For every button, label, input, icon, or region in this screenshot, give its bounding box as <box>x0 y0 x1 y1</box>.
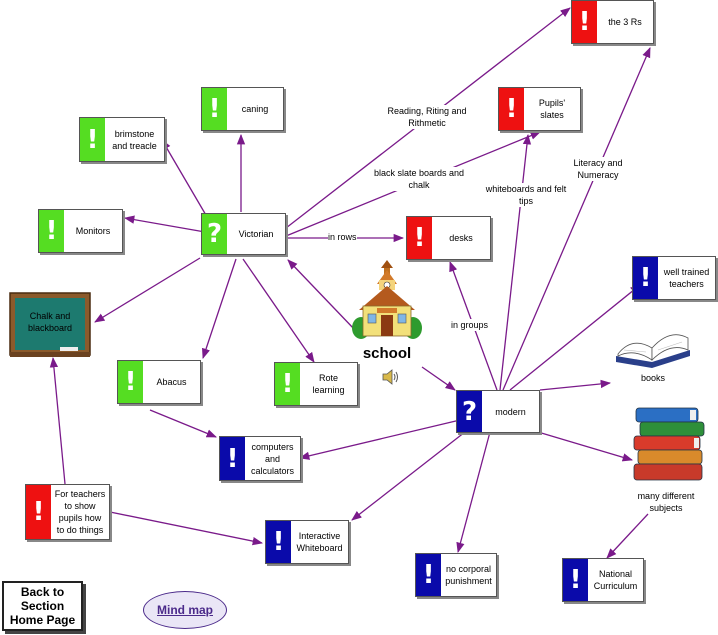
node-three-rs[interactable]: ! the 3 Rs <box>571 0 654 44</box>
node-label: computers and calculators <box>250 441 295 476</box>
exclamation-icon: ! <box>407 217 432 259</box>
exclamation-icon: ! <box>266 521 291 563</box>
node-label: modern <box>495 406 526 417</box>
schoolhouse-icon <box>352 260 422 339</box>
node-well-trained-teachers[interactable]: ! well trained teachers <box>632 256 716 300</box>
node-label: brimstone and treacle <box>112 128 157 151</box>
edge-label-whiteboards: whiteboards and felt tips <box>480 183 572 207</box>
node-label: Pupils' slates <box>538 98 566 120</box>
node-modern[interactable]: ? modern <box>456 390 540 433</box>
subjects-image[interactable]: many different subjects <box>630 406 714 516</box>
node-label: Abacus <box>156 377 187 387</box>
node-label: For teachers to show pupils how to do th… <box>54 489 106 535</box>
mind-map-label: Mind map <box>157 603 213 617</box>
question-icon: ? <box>202 214 227 254</box>
book-stack-icon <box>633 407 705 481</box>
chalkboard-image[interactable]: Chalk and blackboard <box>8 292 92 360</box>
central-title: school <box>362 345 412 362</box>
node-label: Victorian <box>238 229 274 239</box>
node-label: National Curriculum <box>593 569 638 591</box>
books-label: books <box>640 373 666 383</box>
exclamation-icon: ! <box>275 363 300 405</box>
open-book-icon <box>616 334 690 368</box>
edge-label-literacy: Literacy and Numeracy <box>568 157 628 181</box>
node-pupils-slates[interactable]: ! Pupils' slates <box>498 87 581 131</box>
exclamation-icon: ! <box>80 118 105 161</box>
exclamation-icon: ! <box>633 257 658 299</box>
edge-label-in-rows: in rows <box>328 231 357 243</box>
node-national-curriculum[interactable]: ! National Curriculum <box>562 558 644 602</box>
node-label: the 3 Rs <box>608 17 642 27</box>
exclamation-icon: ! <box>499 88 524 130</box>
node-interactive-whiteboard[interactable]: ! Interactive Whiteboard <box>265 520 349 564</box>
speaker-icon[interactable] <box>381 368 401 386</box>
node-abacus[interactable]: ! Abacus <box>117 360 201 404</box>
node-brimstone[interactable]: ! brimstone and treacle <box>79 117 165 162</box>
node-label: desks <box>449 233 473 243</box>
node-no-corporal-punishment[interactable]: ! no corporal punishment <box>415 553 497 597</box>
question-icon: ? <box>457 391 482 432</box>
school-image[interactable] <box>351 260 423 340</box>
node-computers[interactable]: ! computers and calculators <box>219 436 301 481</box>
subjects-label: many different subjects <box>637 491 695 513</box>
exclamation-icon: ! <box>220 437 245 480</box>
node-label: caning <box>241 104 269 114</box>
node-caning[interactable]: ! caning <box>201 87 284 131</box>
exclamation-icon: ! <box>572 1 597 43</box>
node-label: Rote learning <box>312 373 345 395</box>
edge-label-slate-boards: black slate boards and chalk <box>370 167 468 191</box>
exclamation-icon: ! <box>39 210 64 252</box>
node-label: Monitors <box>75 226 111 236</box>
node-victorian[interactable]: ? Victorian <box>201 213 286 255</box>
exclamation-icon: ! <box>26 485 51 539</box>
exclamation-icon: ! <box>416 554 441 596</box>
node-label: no corporal punishment <box>445 564 492 586</box>
chalkboard-label: Chalk and blackboard <box>27 311 73 333</box>
edge-label-reading: Reading, Riting and Rithmetic <box>384 105 470 129</box>
back-button-label: Back to Section Home Page <box>9 585 76 627</box>
books-image[interactable]: books <box>612 326 694 384</box>
exclamation-icon: ! <box>563 559 588 601</box>
node-for-teachers[interactable]: ! For teachers to show pupils how to do … <box>25 484 110 540</box>
mind-map-button[interactable]: Mind map <box>143 591 227 629</box>
back-to-home-button[interactable]: Back to Section Home Page <box>2 581 83 631</box>
node-label: well trained teachers <box>663 267 710 289</box>
exclamation-icon: ! <box>202 88 227 130</box>
edge-label-in-groups: in groups <box>451 319 489 331</box>
exclamation-icon: ! <box>118 361 143 403</box>
blackboard-icon <box>9 292 91 357</box>
node-monitors[interactable]: ! Monitors <box>38 209 123 253</box>
node-label: Interactive Whiteboard <box>296 531 343 553</box>
node-rote-learning[interactable]: ! Rote learning <box>274 362 358 406</box>
node-desks[interactable]: ! desks <box>406 216 491 260</box>
